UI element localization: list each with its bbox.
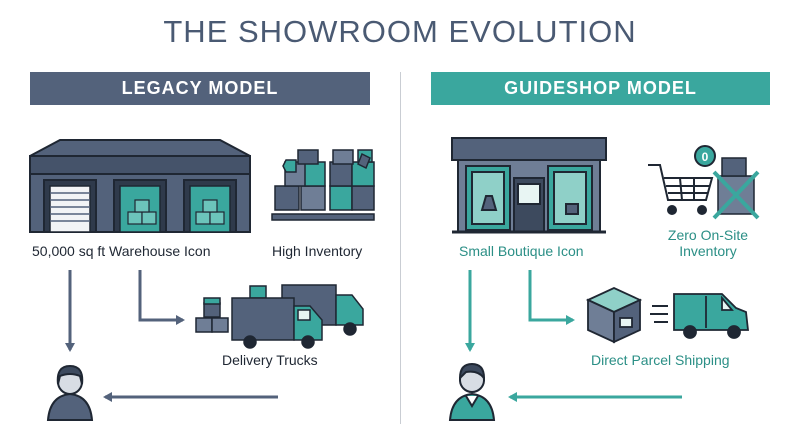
cart-badge: 0 <box>702 150 709 164</box>
boutique-label: Small Boutique Icon <box>459 243 584 259</box>
guideshop-model-header: GUIDESHOP MODEL <box>431 72 770 105</box>
warehouse-icon <box>29 139 251 233</box>
column-divider <box>400 72 401 424</box>
delivery-trucks-label: Delivery Trucks <box>222 352 318 368</box>
high-inventory-label: High Inventory <box>272 243 363 259</box>
speed-lines <box>650 305 668 323</box>
zero-inventory-label-line1: Zero On-Site <box>667 227 749 243</box>
customer-icon <box>46 364 94 421</box>
legacy-model-header: LEGACY MODEL <box>30 72 370 105</box>
parcel-icon <box>585 287 643 344</box>
page-title: THE SHOWROOM EVOLUTION <box>163 14 637 49</box>
cart-icon <box>648 145 716 215</box>
boutique-icon <box>451 137 607 234</box>
delivery-trucks-icon <box>195 284 364 349</box>
boxes-icon <box>271 149 375 221</box>
direct-parcel-shipping-label: Direct Parcel Shipping <box>591 352 730 368</box>
guideshop-customer-icon <box>448 362 496 421</box>
crossed-box-icon <box>712 157 760 220</box>
zero-inventory-label-line2: Inventory <box>679 243 737 259</box>
zero-inventory-label: Zero On-Site Inventory <box>656 227 760 259</box>
warehouse-label: 50,000 sq ft Warehouse Icon <box>32 243 211 259</box>
van-icon <box>673 293 750 339</box>
